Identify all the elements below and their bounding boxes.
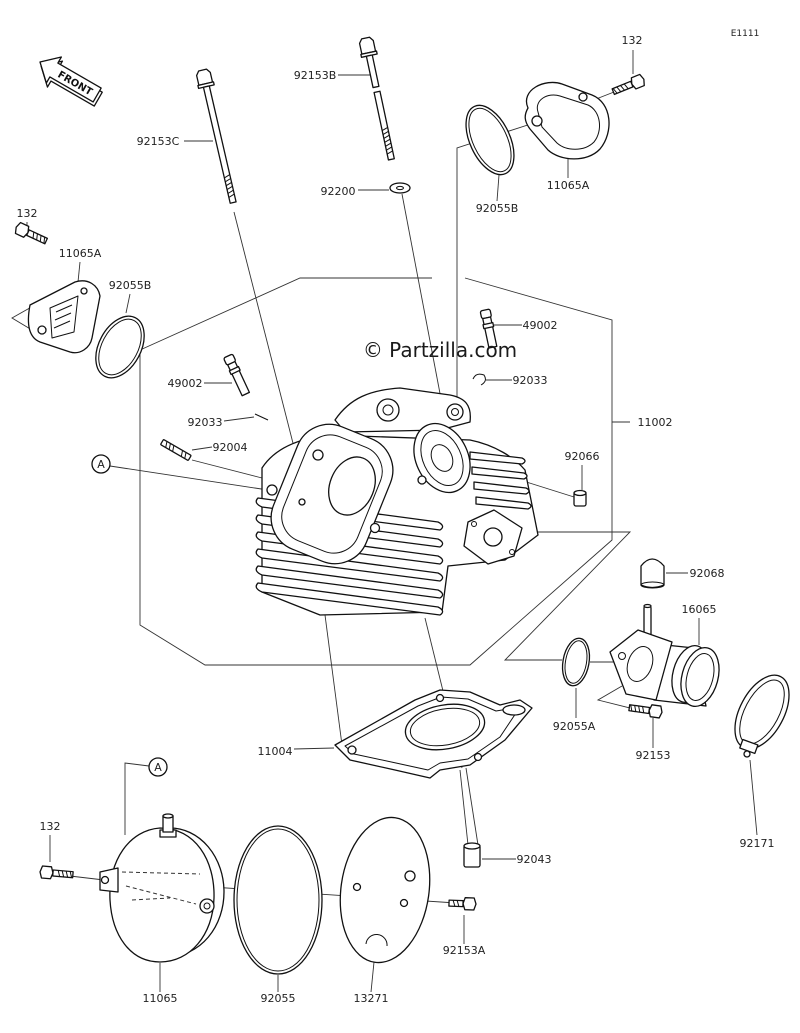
part-cap-11065A-top [524,81,610,160]
part-o-ring-92055B-left [95,315,145,379]
callout-92153: 92153 [636,749,671,762]
part-dowel-92043 [463,842,481,868]
reference-marker-label: A [154,761,162,774]
reference-marker-a-upper: A [91,454,111,474]
part-cover-11065 [99,813,225,963]
callout-92068: 92068 [690,567,725,580]
part-bolt-132-bottom [39,865,74,880]
part-clip-92033-right [472,373,486,386]
part-bolt-132-left [14,221,49,245]
part-cap-11065A-left [27,280,101,354]
diagram-code: E1111 [731,29,760,39]
callout-92055A: 92055A [553,720,596,733]
callout-92033-left: 92033 [188,416,223,429]
part-o-ring-92055B-top [465,104,515,176]
reference-marker-a-lower: A [148,757,168,777]
callout-16065: 16065 [682,603,717,616]
part-bolt-92153 [628,704,663,719]
part-plate-13271 [339,816,431,964]
callout-11065: 11065 [143,992,178,1005]
callout-13271: 13271 [354,992,389,1005]
part-clamp-92171 [734,674,790,758]
part-gasket-11004 [334,689,533,779]
callout-92153B: 92153B [294,69,337,82]
front-arrow-icon: FRONT [39,56,103,107]
callout-92043: 92043 [517,853,552,866]
part-bolt-92153C [195,68,237,204]
part-o-ring-92055 [233,825,323,975]
callout-132-left: 132 [17,207,38,220]
part-bolt-132-top [611,73,645,96]
callout-92004: 92004 [213,441,248,454]
part-o-ring-92055A [561,637,591,687]
callout-11065A-left: 11065A [59,247,102,260]
callout-11065A-top: 11065A [547,179,590,192]
callout-92033-right: 92033 [513,374,548,387]
part-stud-92004 [160,439,192,461]
part-cap-92068 [640,558,665,589]
callout-11004: 11004 [258,745,293,758]
callout-92055: 92055 [261,992,296,1005]
callout-92066: 92066 [565,450,600,463]
part-dowel-92066 [573,489,587,507]
callout-92153C: 92153C [137,135,180,148]
callout-92171: 92171 [740,837,775,850]
part-intake-holder-16065 [609,603,720,707]
watermark: © Partzilla.com [363,338,517,362]
reference-marker-label: A [97,458,105,471]
callout-92055B-top: 92055B [476,202,519,215]
part-valve-guide-49002-left [223,353,251,397]
part-bolt-92153A [448,897,477,911]
callout-labels: 132 92153B 92153C 11065A 92055B 92200 13… [17,34,775,1005]
callout-92055B-left: 92055B [109,279,152,292]
callout-49002-right: 49002 [523,319,558,332]
callout-92153A: 92153A [443,944,486,957]
callout-132-top: 132 [622,34,643,47]
callout-132-bottom: 132 [40,820,61,833]
callout-11002: 11002 [638,416,673,429]
callout-49002-left: 49002 [168,377,203,390]
part-washer-92200 [389,182,411,194]
part-clip-92033-left [254,413,269,421]
callout-92200: 92200 [321,185,356,198]
part-bolt-92153B [358,36,395,161]
part-valve-guide-49002-right [479,308,498,349]
part-cylinder-head-11002 [255,387,539,616]
